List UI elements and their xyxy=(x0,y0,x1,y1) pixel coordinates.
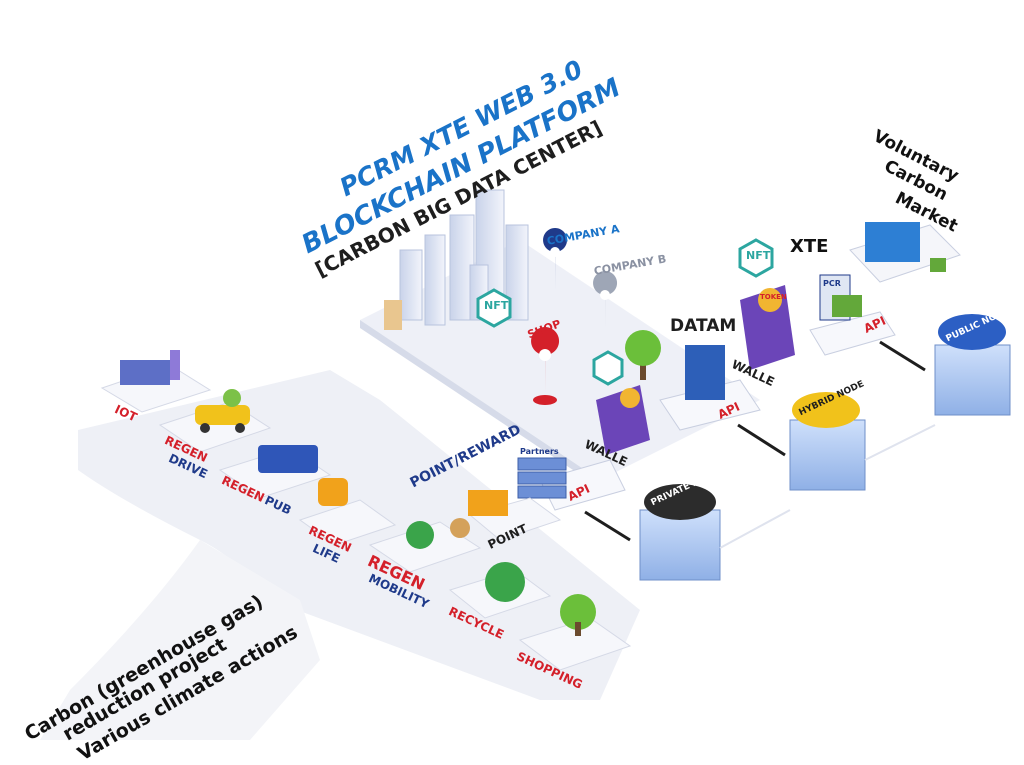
pcr-label: PCR xyxy=(823,279,841,288)
nft-hex-wallet xyxy=(592,350,624,386)
nft-hex-center xyxy=(476,288,512,328)
company-b-pin xyxy=(593,271,618,330)
iot-icon xyxy=(120,350,180,385)
api-block-1 xyxy=(659,345,761,431)
partners-server xyxy=(517,457,567,499)
shop-pin xyxy=(531,327,560,405)
tile-point xyxy=(468,497,562,541)
base-tail xyxy=(40,540,320,740)
nft-label-right: NFT xyxy=(746,249,771,262)
plant-icon xyxy=(560,594,596,636)
public-node-stack xyxy=(934,314,1011,416)
nft-label-center: NFT xyxy=(484,299,509,312)
token-label: TOKEN xyxy=(760,293,787,301)
private-node-stack xyxy=(639,484,721,581)
partners-label: Partners xyxy=(520,447,559,456)
gift-icon xyxy=(468,490,508,516)
car-icon xyxy=(195,389,250,433)
tile-life xyxy=(298,499,397,546)
tree-icon xyxy=(625,330,661,380)
rider-icon xyxy=(406,518,470,549)
company-a-pin xyxy=(543,228,568,290)
nft-hex-right xyxy=(738,238,774,278)
market-building xyxy=(849,222,961,283)
xte-label: XTE xyxy=(790,236,829,257)
datam-label: DATAM xyxy=(670,316,737,336)
location-app-icon xyxy=(318,478,348,506)
wallet-1 xyxy=(596,385,650,455)
recycle-icon xyxy=(485,562,525,602)
bus-icon xyxy=(258,445,318,473)
wallet-2 xyxy=(740,285,795,370)
hybrid-node-stack xyxy=(789,392,866,491)
node-links xyxy=(719,424,936,549)
connection-arrows xyxy=(584,340,926,542)
api-block-2 xyxy=(809,274,896,356)
